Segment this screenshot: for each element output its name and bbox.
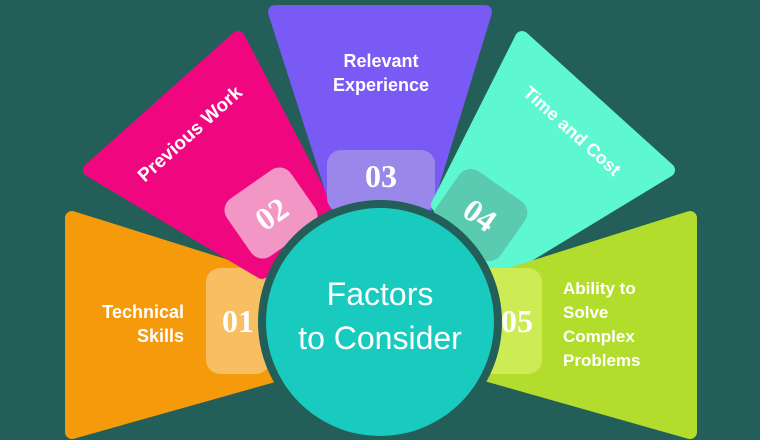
petal-05-label-line3: Complex [563,327,635,346]
petal-05-number: 05 [501,303,533,339]
petal-03-number: 03 [365,158,397,194]
petal-05-label-line1: Ability to [563,279,636,298]
petal-05-label-line4: Problems [563,351,640,370]
petal-02: 02 Previous Work [83,31,332,279]
center-circle [266,208,494,436]
center-title-line2: to Consider [298,320,462,356]
petal-01-number: 01 [222,303,254,339]
petal-05-label-line2: Solve [563,303,608,322]
petal-03-label-line2: Experience [333,75,429,95]
petal-03-label-line1: Relevant [343,51,418,71]
petal-01-label-line1: Technical [102,302,184,322]
petal-01-label-line2: Skills [137,326,184,346]
petal-03: 03 Relevant Experience [268,5,492,215]
center-title-line1: Factors [327,276,434,312]
